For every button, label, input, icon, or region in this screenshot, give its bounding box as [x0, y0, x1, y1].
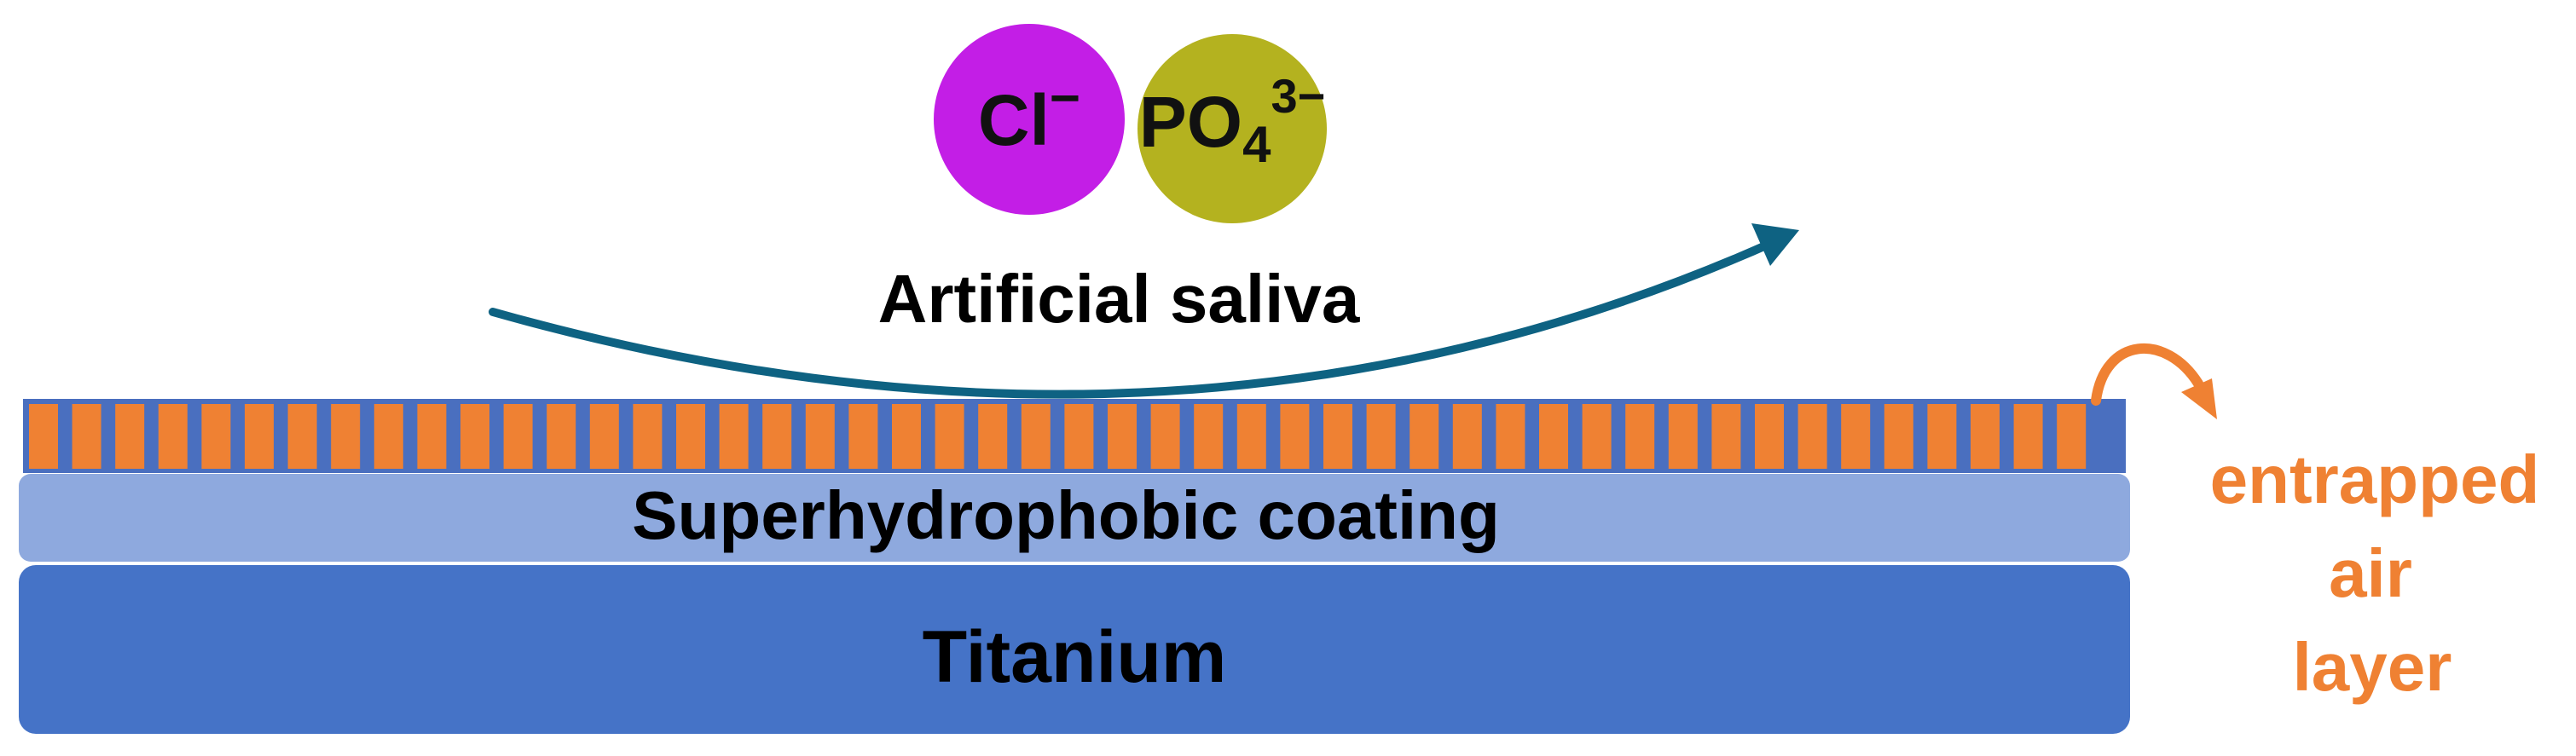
- air-layer-pointer-arrow: [2091, 343, 2203, 406]
- micro-pillar: [1108, 404, 1137, 469]
- air-layer-line1: entrapped: [2210, 441, 2540, 517]
- phosphate-charge: 3−: [1271, 69, 1325, 123]
- micro-pillar: [2057, 404, 2087, 469]
- micro-pillar: [1410, 404, 1439, 469]
- micro-pillar: [417, 404, 447, 469]
- micro-pillar: [935, 404, 964, 469]
- micro-pillar: [29, 404, 58, 469]
- chloride-ion: Cl−: [934, 24, 1125, 215]
- micro-pillar: [547, 404, 576, 469]
- micro-pillar: [158, 404, 188, 469]
- micro-pillar: [805, 404, 835, 469]
- micro-pillar: [331, 404, 361, 469]
- micro-pillar: [848, 404, 878, 469]
- micro-pillar: [1021, 404, 1051, 469]
- micro-pillar: [1323, 404, 1352, 469]
- saliva-flow-arrow: [489, 238, 1778, 399]
- saliva-flow-arrowhead: [1751, 223, 1799, 266]
- micro-pillar: [1711, 404, 1741, 469]
- micro-pillar: [287, 404, 317, 469]
- micro-pillar: [892, 404, 921, 469]
- micro-pillar: [1582, 404, 1612, 469]
- micro-pillar: [1496, 404, 1525, 469]
- micro-pillar: [1668, 404, 1698, 469]
- micro-pillar: [1366, 404, 1396, 469]
- micro-pillar: [1064, 404, 1094, 469]
- micro-pillar: [2013, 404, 2043, 469]
- phosphate-subscript: 4: [1242, 116, 1271, 173]
- air-layer-line2: air: [2329, 535, 2412, 611]
- svg-text:PO43−: PO43−: [1139, 69, 1326, 173]
- titanium-label: Titanium: [923, 616, 1227, 698]
- micro-pillar: [676, 404, 705, 469]
- micro-pillar: [503, 404, 533, 469]
- micro-pillar: [1884, 404, 1913, 469]
- micro-pillar: [1452, 404, 1482, 469]
- phosphate-symbol: PO: [1139, 82, 1242, 162]
- micro-pillar: [201, 404, 231, 469]
- micro-pillar: [1841, 404, 1871, 469]
- micro-pillar: [1755, 404, 1784, 469]
- micro-pillar: [1194, 404, 1224, 469]
- micro-pillar-array: [23, 399, 2126, 473]
- phosphate-ion: PO43−: [1137, 34, 1327, 223]
- micro-pillar: [1625, 404, 1655, 469]
- micro-pillar: [1539, 404, 1568, 469]
- artificial-saliva-label: Artificial saliva: [878, 261, 1360, 337]
- phosphate-ion-circle: [1137, 34, 1327, 223]
- micro-pillar: [1927, 404, 1957, 469]
- coating-label: Superhydrophobic coating: [632, 477, 1500, 553]
- superhydrophobic-coating-layer: [19, 474, 2130, 562]
- micro-pillar: [719, 404, 749, 469]
- micro-pillar: [1280, 404, 1310, 469]
- micro-pillar: [72, 404, 101, 469]
- micro-pillar: [373, 404, 403, 469]
- micro-pillar: [1150, 404, 1180, 469]
- titanium-substrate: [19, 565, 2130, 734]
- micro-pillar: [460, 404, 489, 469]
- micro-pillar: [1236, 404, 1266, 469]
- chloride-ion-circle: [934, 24, 1125, 215]
- micro-pillar: [245, 404, 274, 469]
- micro-pillar: [633, 404, 663, 469]
- micro-pillar: [589, 404, 619, 469]
- air-layer-pointer-arrowhead: [2181, 378, 2217, 419]
- micro-pillar: [978, 404, 1008, 469]
- micro-pillar: [115, 404, 145, 469]
- chloride-charge: −: [1050, 69, 1080, 128]
- micro-pillar: [1971, 404, 2000, 469]
- svg-text:Cl−: Cl−: [978, 69, 1080, 160]
- micro-pillar: [762, 404, 792, 469]
- air-layer-line3: layer: [2293, 629, 2452, 705]
- micro-pillar: [1797, 404, 1827, 469]
- chloride-symbol: Cl: [978, 80, 1050, 160]
